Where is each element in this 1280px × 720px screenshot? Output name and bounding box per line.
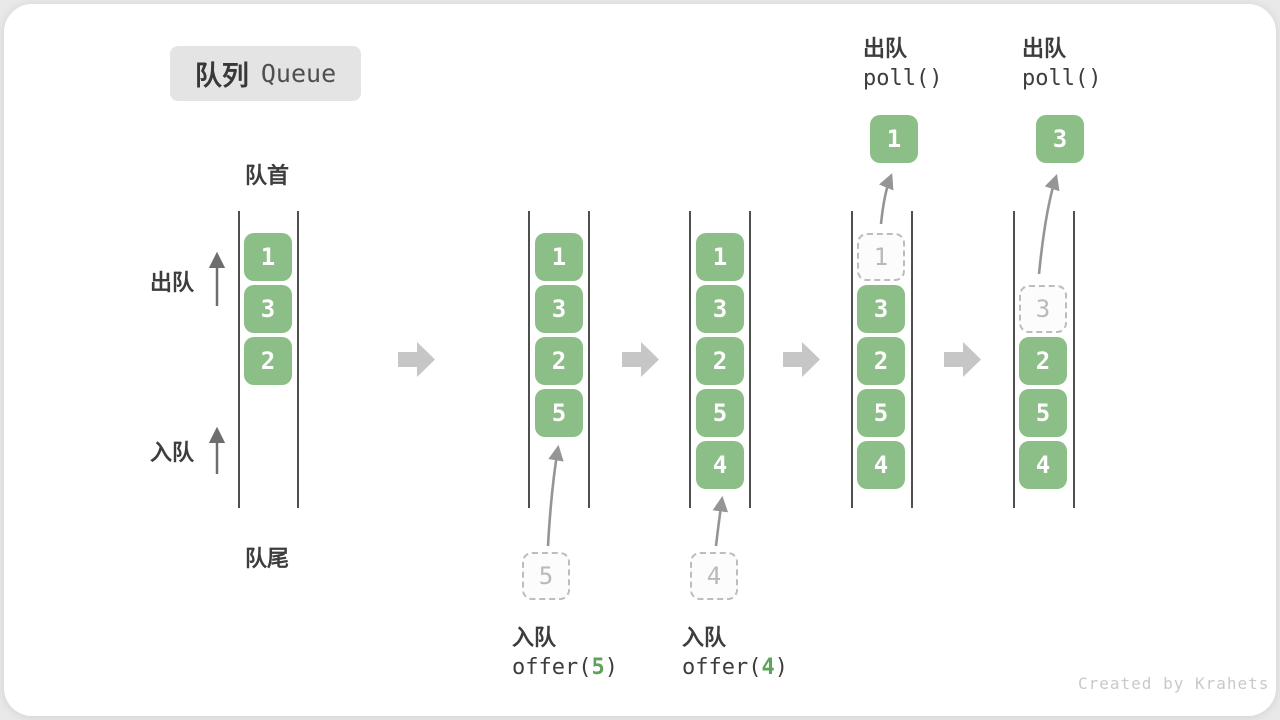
queue-item: 5 xyxy=(696,389,744,437)
page-title-en: Queue xyxy=(260,59,337,88)
queue-item: 4 xyxy=(696,441,744,489)
enqueue-label: 入队 xyxy=(150,440,195,465)
offer-code-arg: 4 xyxy=(761,655,775,680)
offer-code-post: ) xyxy=(604,655,618,680)
queue-front-label: 队首 xyxy=(245,163,290,188)
staged-item: 5 xyxy=(522,552,570,600)
dequeue-label: 出队 xyxy=(150,270,195,295)
queue-rear-label: 队尾 xyxy=(245,546,290,571)
poll-op-code: poll() xyxy=(863,66,943,91)
queue-item: 1 xyxy=(244,233,292,281)
queue-item: 2 xyxy=(244,337,292,385)
queue-item: 3 xyxy=(696,285,744,333)
queue-wall xyxy=(749,211,751,508)
offer-op-label: 入队 xyxy=(512,625,557,650)
removed-item: 3 xyxy=(1019,285,1067,333)
popped-item: 1 xyxy=(870,115,918,163)
queue-wall xyxy=(911,211,913,508)
poll-op-label: 出队 xyxy=(863,36,908,61)
offer-op-code: offer(5) xyxy=(512,655,618,680)
queue-item: 2 xyxy=(857,337,905,385)
popped-item: 3 xyxy=(1036,115,1084,163)
queue-item: 2 xyxy=(696,337,744,385)
queue-item: 4 xyxy=(857,441,905,489)
watermark: Created by Krahets xyxy=(1078,674,1270,693)
offer-op-label: 入队 xyxy=(682,625,727,650)
queue-item: 5 xyxy=(535,389,583,437)
removed-item: 1 xyxy=(857,233,905,281)
queue-wall xyxy=(238,211,240,508)
diagram-card xyxy=(4,4,1276,716)
queue-item: 3 xyxy=(857,285,905,333)
queue-item: 5 xyxy=(1019,389,1067,437)
queue-wall xyxy=(1073,211,1075,508)
offer-code-pre: offer( xyxy=(512,655,592,680)
queue-wall xyxy=(851,211,853,508)
poll-op-label: 出队 xyxy=(1022,36,1067,61)
offer-op-code: offer(4) xyxy=(682,655,788,680)
queue-item: 2 xyxy=(1019,337,1067,385)
page-title-zh: 队列 xyxy=(194,61,249,91)
queue-item: 1 xyxy=(535,233,583,281)
queue-item: 3 xyxy=(535,285,583,333)
offer-code-pre: offer( xyxy=(682,655,762,680)
page-title-badge: 队列 Queue xyxy=(170,46,361,101)
queue-wall xyxy=(588,211,590,508)
queue-wall xyxy=(528,211,530,508)
queue-wall xyxy=(1013,211,1015,508)
queue-item: 5 xyxy=(857,389,905,437)
staged-item: 4 xyxy=(690,552,738,600)
queue-wall xyxy=(689,211,691,508)
queue-item: 1 xyxy=(696,233,744,281)
poll-op-code: poll() xyxy=(1022,66,1102,91)
offer-code-arg: 5 xyxy=(591,655,605,680)
queue-item: 3 xyxy=(244,285,292,333)
queue-wall xyxy=(297,211,299,508)
queue-item: 4 xyxy=(1019,441,1067,489)
offer-code-post: ) xyxy=(774,655,788,680)
queue-item: 2 xyxy=(535,337,583,385)
